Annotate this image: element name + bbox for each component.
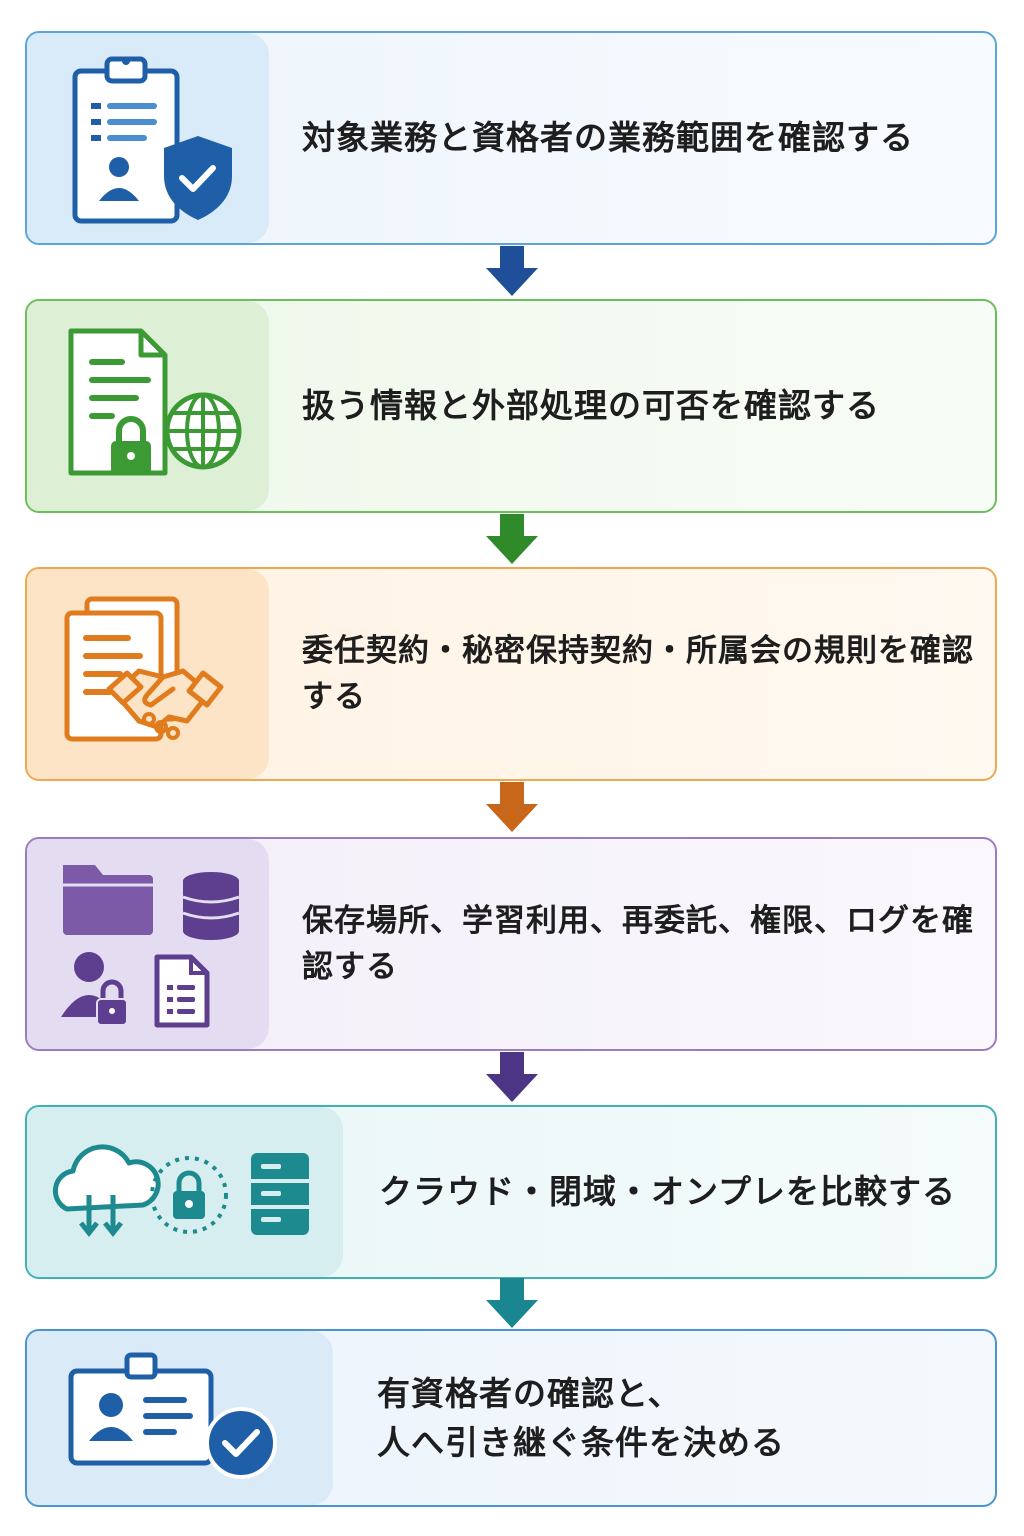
step-1-icon-panel xyxy=(27,33,269,243)
flow-arrow-1 xyxy=(482,242,542,300)
step-6-label-line-2: 人へ引き継ぐ条件を決める xyxy=(377,1423,785,1462)
flow-arrow-3 xyxy=(482,778,542,836)
documents-handshake-icon xyxy=(64,596,224,742)
id-card-check-icon xyxy=(68,1352,277,1479)
folder-database-user-lock-document-icon xyxy=(61,865,240,1028)
step-2-card: 扱う情報と外部処理の可否を確認する xyxy=(25,299,997,513)
step-5-label: クラウド・閉域・オンプレを比較する xyxy=(379,1172,957,1212)
step-3-card: 委任契約・秘密保持契約・所属会の規則を確認する xyxy=(25,567,997,781)
clipboard-shield-check-icon xyxy=(72,56,232,224)
step-3-label: 委任契約・秘密保持契約・所属会の規則を確認する xyxy=(302,632,974,716)
step-4-label: 保存場所、学習利用、再委託、権限、ログを確認する xyxy=(302,902,974,986)
step-5-card: クラウド・閉域・オンプレを比較する xyxy=(25,1105,997,1279)
flow-arrow-5 xyxy=(482,1274,542,1332)
document-lock-globe-icon xyxy=(68,328,242,476)
step-2-icon-panel xyxy=(27,301,269,511)
step-6-label-line-1: 有資格者の確認と、 xyxy=(377,1373,682,1413)
step-3-icon-panel xyxy=(27,569,269,779)
flow-arrow-4 xyxy=(482,1048,542,1106)
step-4-icon-panel xyxy=(27,839,269,1049)
step-1-card: 対象業務と資格者の業務範囲を確認する xyxy=(25,31,997,245)
step-5-icon-panel xyxy=(27,1107,343,1277)
step-1-label: 対象業務と資格者の業務範囲を確認する xyxy=(302,118,914,158)
step-2-label: 扱う情報と外部処理の可否を確認する xyxy=(302,386,880,426)
step-6-icon-panel xyxy=(27,1331,333,1505)
step-6-label: 有資格者の確認と、 人へ引き継ぐ条件を決める xyxy=(377,1331,975,1505)
step-4-card: 保存場所、学習利用、再委託、権限、ログを確認する xyxy=(25,837,997,1051)
cloud-lock-server-icon xyxy=(52,1144,309,1238)
step-6-card: 有資格者の確認と、 人へ引き継ぐ条件を決める xyxy=(25,1329,997,1507)
flow-arrow-2 xyxy=(482,510,542,568)
